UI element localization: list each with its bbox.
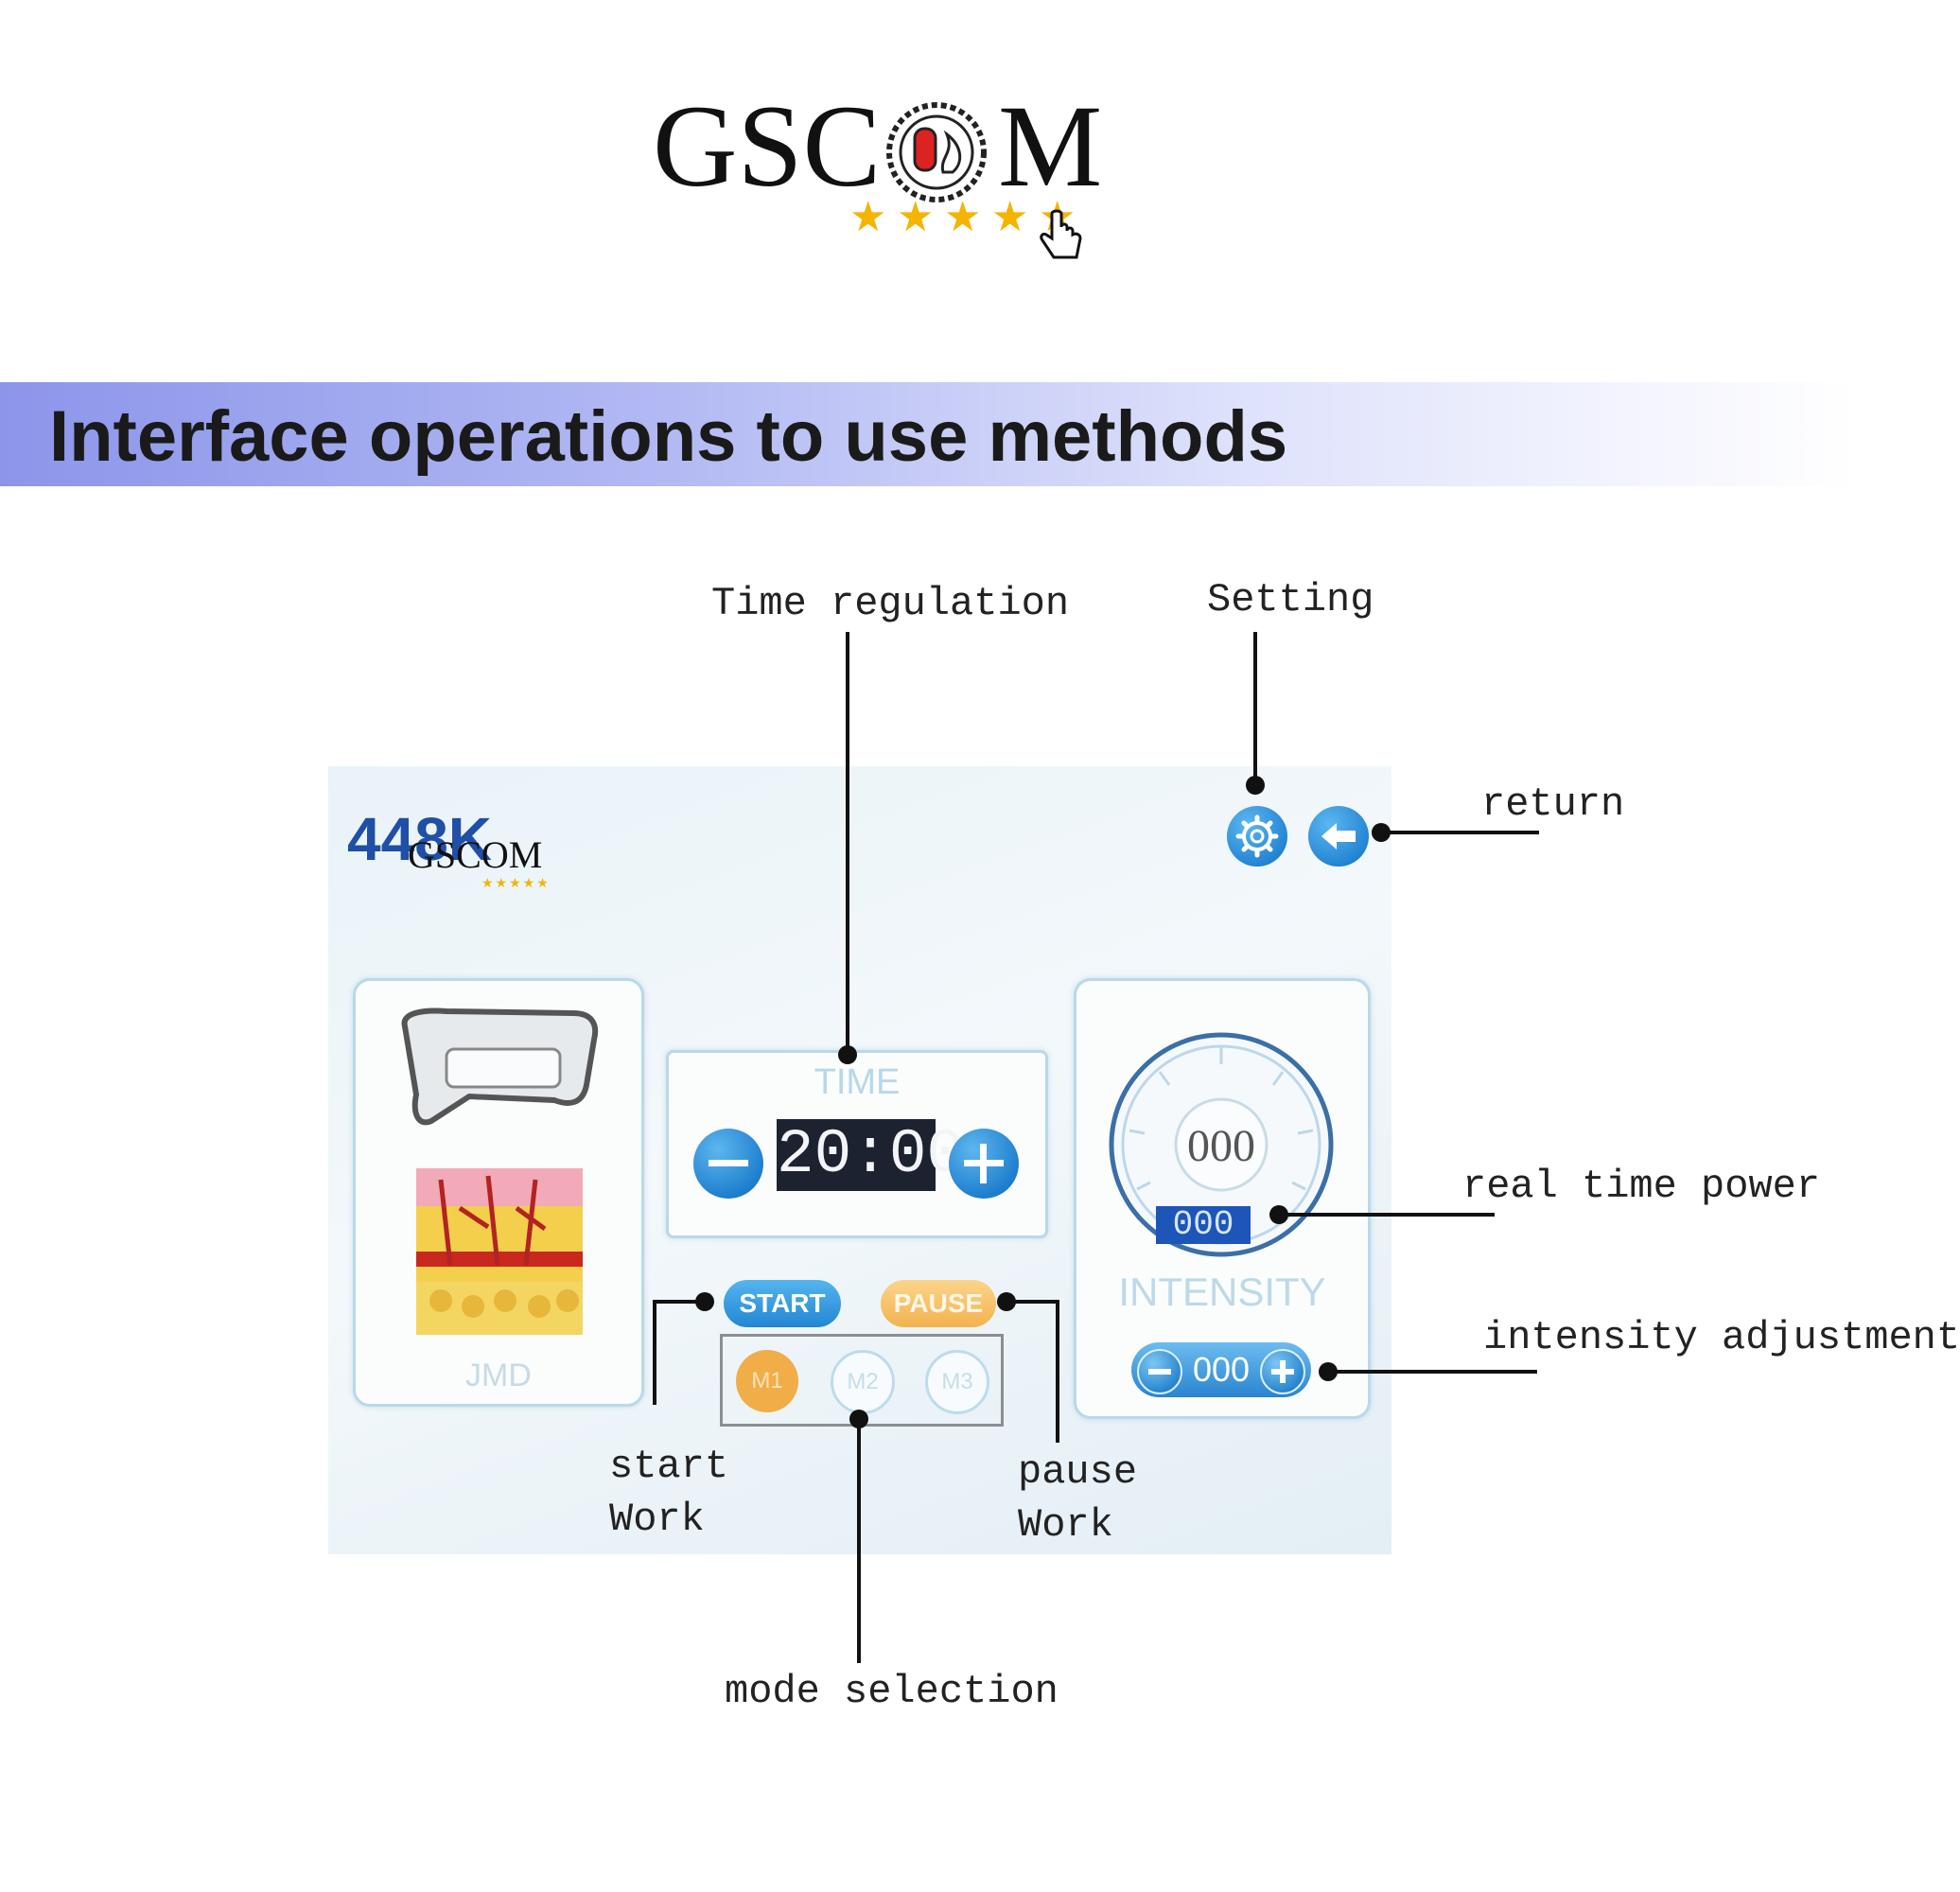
model-label: 448K — [347, 805, 492, 873]
star-icon: ★ — [991, 193, 1029, 241]
handpiece-skin-illustration — [401, 1007, 599, 1335]
hand-cursor-icon — [1040, 209, 1082, 259]
brand-logo: GSC M — [653, 81, 1102, 211]
logo-text-right: M — [998, 81, 1103, 211]
time-label: TIME — [814, 1062, 901, 1102]
handpiece-label: JMD — [465, 1358, 532, 1393]
callout-pause-work-line1: pause — [1018, 1449, 1138, 1495]
intensity-decrease-button[interactable] — [1137, 1349, 1182, 1394]
time-decrease-button[interactable] — [693, 1129, 763, 1199]
device-screen: 448K GSCOM ★★★★★ — [328, 766, 1391, 1554]
mode-m3-button[interactable]: M3 — [925, 1350, 989, 1414]
rating-stars: ★ ★ ★ ★ ★ — [849, 197, 1095, 263]
return-button[interactable] — [1308, 806, 1369, 867]
mode-m2-button[interactable]: M2 — [831, 1350, 895, 1414]
title-banner: Interface operations to use methods — [0, 382, 1892, 486]
logo-emblem-icon — [886, 102, 987, 202]
watermark-text: GSCOM — [408, 833, 543, 876]
callout-setting: Setting — [1207, 577, 1374, 622]
callout-return: return — [1481, 781, 1625, 827]
handpiece-panel[interactable]: JMD — [353, 978, 644, 1407]
callout-start-work-line2: Work — [609, 1497, 705, 1542]
time-panel: TIME 20:00 — [666, 1050, 1048, 1238]
logo-text-left: GSC — [653, 81, 882, 211]
intensity-panel: 000 000 INTENSITY 000 — [1074, 978, 1371, 1419]
intensity-adjustment-control: 000 — [1131, 1342, 1311, 1397]
start-button[interactable]: START — [724, 1280, 841, 1327]
callout-intensity-adjustment: intensity adjustment — [1483, 1315, 1960, 1360]
star-icon: ★ — [897, 193, 935, 241]
minus-icon — [1148, 1369, 1171, 1375]
mode-selection-group: M1 M2 M3 — [720, 1334, 1004, 1427]
plus-icon — [964, 1144, 1004, 1183]
pause-button[interactable]: PAUSE — [881, 1280, 996, 1327]
watermark-stars: ★★★★★ — [481, 876, 551, 891]
callout-pause-work-line2: Work — [1018, 1502, 1113, 1548]
time-increase-button[interactable] — [949, 1129, 1019, 1199]
time-display: 20:00 — [777, 1119, 965, 1191]
callout-time-regulation: Time regulation — [711, 581, 1070, 626]
arrow-left-icon — [1321, 823, 1356, 850]
callout-start-work-line1: start — [609, 1444, 729, 1489]
minus-icon — [709, 1160, 748, 1166]
callout-real-time-power: real time power — [1462, 1164, 1821, 1209]
star-icon: ★ — [849, 193, 887, 241]
gear-icon — [1235, 815, 1279, 858]
setting-button[interactable] — [1227, 806, 1287, 867]
banner-title: Interface operations to use methods — [49, 396, 1288, 477]
mode-m1-button[interactable]: M1 — [736, 1350, 798, 1412]
intensity-label: INTENSITY — [1118, 1270, 1326, 1314]
plus-icon — [1271, 1360, 1294, 1383]
intensity-increase-button[interactable] — [1260, 1349, 1305, 1394]
gauge-value: 000 — [1187, 1121, 1255, 1171]
power-gauge: 000 — [1109, 1032, 1334, 1257]
watermark-logo: GSCOM ★★★★★ — [408, 832, 549, 891]
callout-mode-selection: mode selection — [725, 1669, 1059, 1714]
real-time-power-readout: 000 — [1156, 1206, 1251, 1244]
star-icon: ★ — [944, 193, 982, 241]
intensity-value: 000 — [1192, 1350, 1251, 1389]
